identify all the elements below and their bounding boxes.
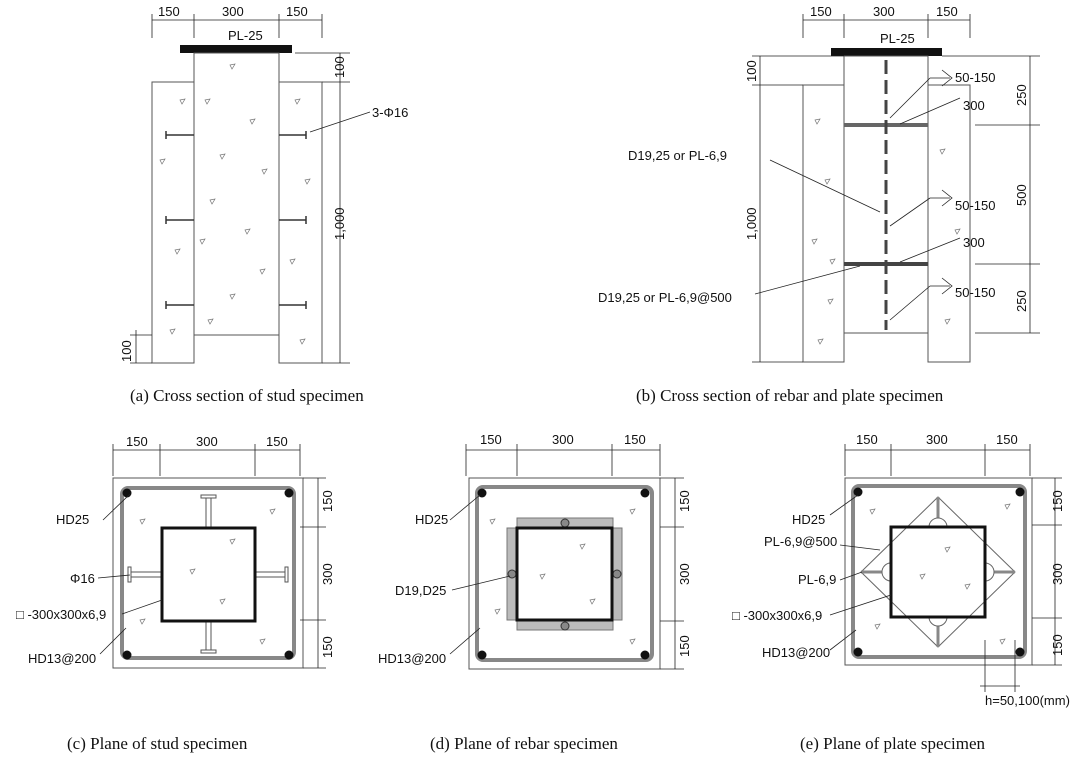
- steel-tube-e: [889, 525, 987, 619]
- label-hd25-c: HD25: [56, 512, 89, 527]
- panel-a-cross-section-stud: 150 300 150 PL-25 3-Φ16: [119, 4, 408, 405]
- dim-a-1000: 1,000: [332, 207, 347, 240]
- label-d19-upper: D19,25 or PL-6,9: [628, 148, 727, 163]
- label-tube-e: □ -300x300x6,9: [732, 608, 822, 623]
- weld-label-4: 300: [963, 235, 985, 250]
- studs-c: [127, 494, 289, 654]
- weld-label-1: 50-150: [955, 70, 995, 85]
- dim-c-right-150-top: 150: [320, 490, 335, 512]
- dim-e-top-150-left: 150: [856, 432, 878, 447]
- steel-tube-a: [193, 52, 280, 336]
- dim-c-top-150-right: 150: [266, 434, 288, 449]
- label-pl69-500-e: PL-6,9@500: [764, 534, 837, 549]
- dim-b-250-top: 250: [1014, 84, 1029, 106]
- dim-c-right-150-bottom: 150: [320, 636, 335, 658]
- weld-label-3: 50-150: [955, 198, 995, 213]
- panel-d-plane-rebar: 150 300 150 HD25 D19,D25 HD13@200: [378, 432, 692, 753]
- label-d19-d25: D19,D25: [395, 583, 446, 598]
- dim-d-top-150-right: 150: [624, 432, 646, 447]
- dim-b-250-bottom: 250: [1014, 290, 1029, 312]
- dim-e-right-150-top: 150: [1050, 490, 1065, 512]
- label-phi16-c: Φ16: [70, 571, 95, 586]
- label-hd13-c: HD13@200: [28, 651, 96, 666]
- label-hd13-d: HD13@200: [378, 651, 446, 666]
- dim-b-150-left: 150: [810, 4, 832, 19]
- dim-c-top-300: 300: [196, 434, 218, 449]
- dim-b-300: 300: [873, 4, 895, 19]
- weld-label-5: 50-150: [955, 285, 995, 300]
- dim-d-right-300: 300: [677, 563, 692, 585]
- label-hd25-e: HD25: [792, 512, 825, 527]
- dim-a-150-left: 150: [158, 4, 180, 19]
- concrete-left-b: [802, 84, 845, 363]
- label-pl25-a: PL-25: [228, 28, 263, 43]
- caption-c: (c) Plane of stud specimen: [67, 734, 248, 753]
- dim-d-right-150-bottom: 150: [677, 635, 692, 657]
- dim-e-right-150-bottom: 150: [1050, 634, 1065, 656]
- dim-a-100-side: 100: [332, 56, 347, 78]
- caption-e: (e) Plane of plate specimen: [800, 734, 986, 753]
- hoop-hd13-e: [851, 484, 1027, 659]
- dim-a-100-bottom: 100: [119, 340, 134, 362]
- hoop-hd13-d: [475, 485, 654, 662]
- label-3-phi16: 3-Φ16: [372, 105, 408, 120]
- concrete-right-a: [278, 81, 323, 364]
- dim-d-top-300: 300: [552, 432, 574, 447]
- concrete-right-b: [927, 84, 971, 363]
- dim-e-right-300: 300: [1050, 563, 1065, 585]
- dim-e-top-150-right: 150: [996, 432, 1018, 447]
- label-pl69-e: PL-6,9: [798, 572, 836, 587]
- steel-tube-d: [515, 526, 614, 622]
- dim-a-300: 300: [222, 4, 244, 19]
- dim-a-150-right: 150: [286, 4, 308, 19]
- panel-c-plane-stud: 150 300 150 HD25 Φ16 □ -300x300x6,9 HD13…: [16, 434, 335, 753]
- label-tube-c: □ -300x300x6,9: [16, 607, 106, 622]
- plate-holes-e: [881, 517, 995, 627]
- caption-a: (a) Cross section of stud specimen: [130, 386, 364, 405]
- caption-b: (b) Cross section of rebar and plate spe…: [636, 386, 944, 405]
- label-h-e: h=50,100(mm): [985, 693, 1070, 708]
- studs-a: [165, 131, 307, 309]
- dim-b-150-right: 150: [936, 4, 958, 19]
- weld-callouts-b: [889, 69, 961, 321]
- dim-b-1000-left: 1,000: [744, 207, 759, 240]
- dim-e-top-300: 300: [926, 432, 948, 447]
- dim-d-top-150-left: 150: [480, 432, 502, 447]
- steel-tube-c: [160, 526, 257, 623]
- dim-b-100-left: 100: [744, 60, 759, 82]
- dim-d-right-150-top: 150: [677, 490, 692, 512]
- label-pl25-b: PL-25: [880, 31, 915, 46]
- concrete-section-d: [468, 477, 661, 670]
- panel-b-cross-section-rebar-plate: 150 300 150 PL-25 D19,25 or PL-6,9 D19,2…: [598, 4, 1040, 405]
- plate-pl25-a: [180, 45, 292, 53]
- label-d19-lower: D19,25 or PL-6,9@500: [598, 290, 732, 305]
- dim-c-top-150-left: 150: [126, 434, 148, 449]
- label-hd25-d: HD25: [415, 512, 448, 527]
- dim-c-right-300: 300: [320, 563, 335, 585]
- concrete-left-a: [151, 81, 195, 364]
- plate-pl25-b: [831, 48, 942, 56]
- dim-b-500: 500: [1014, 184, 1029, 206]
- weld-label-2: 300: [963, 98, 985, 113]
- caption-d: (d) Plane of rebar specimen: [430, 734, 618, 753]
- hoop-hd13-c: [120, 486, 296, 660]
- label-hd13-e: HD13@200: [762, 645, 830, 660]
- panel-e-plane-plate: 150 300 150 HD25 PL-6,9@500: [732, 432, 1070, 753]
